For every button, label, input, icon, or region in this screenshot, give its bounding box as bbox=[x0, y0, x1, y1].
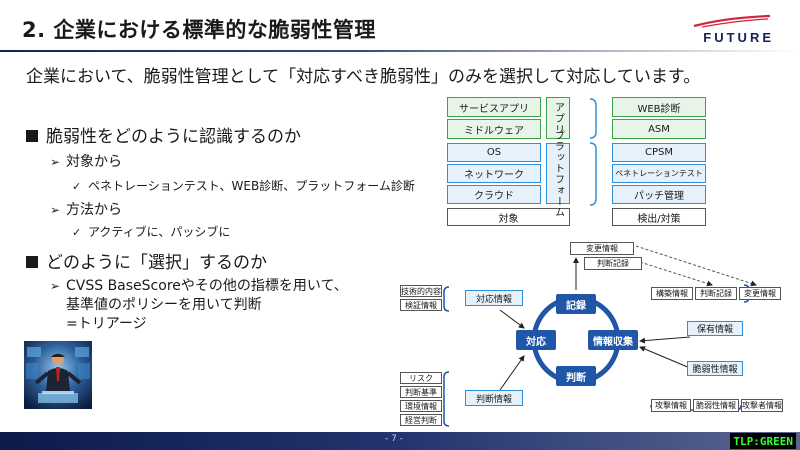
tlp-badge: TLP:GREEN bbox=[730, 433, 796, 449]
bullet-q1-b-detail-text: アクティブに、パッシブに bbox=[88, 225, 231, 239]
targets-label: 対象 bbox=[447, 208, 570, 226]
vuln-item-vuln: 脆弱性情報 bbox=[693, 399, 739, 412]
arrow-bullet-icon: ➢ bbox=[50, 203, 61, 217]
node-collect: 情報収集 bbox=[588, 330, 638, 350]
bullet-q1-b: ➢ 方法から bbox=[50, 199, 122, 219]
square-bullet-icon bbox=[26, 130, 38, 142]
judgment-info-box: 判断情報 bbox=[465, 390, 523, 406]
target-cloud: クラウド bbox=[447, 185, 541, 204]
bullet-q2-a-line2: 基準値のポリシーを用いて判断 bbox=[66, 297, 262, 313]
page-number: - 7 - bbox=[385, 434, 403, 444]
bullet-q2: どのように「選択」するのか bbox=[26, 248, 267, 273]
node-judge: 判断 bbox=[556, 366, 596, 386]
vuln-item-attack: 攻撃情報 bbox=[651, 399, 691, 412]
bullet-q2-a: ➢ CVSS BaseScoreやその他の指標を用いて、 bbox=[50, 275, 348, 295]
bullet-q1: 脆弱性をどのように認識するのか bbox=[26, 122, 301, 147]
bullet-q1-b-text: 方法から bbox=[66, 202, 122, 218]
judgment-item-mgmt: 経営判断 bbox=[400, 414, 442, 426]
title-divider bbox=[0, 50, 800, 52]
check-bullet-icon: ✓ bbox=[72, 226, 82, 239]
node-respond: 対応 bbox=[516, 330, 556, 350]
bullet-q2-a-line1: CVSS BaseScoreやその他の指標を用いて、 bbox=[66, 278, 348, 294]
detect-patch-mgmt: パッチ管理 bbox=[612, 185, 706, 204]
held-info-box: 保有情報 bbox=[687, 321, 743, 336]
held-item-judgment: 判断記録 bbox=[695, 287, 737, 300]
response-item-verify: 検証情報 bbox=[400, 299, 442, 311]
bullet-q1-a: ➢ 対象から bbox=[50, 151, 122, 171]
arrow-bullet-icon: ➢ bbox=[50, 279, 61, 293]
judgment-item-risk: リスク bbox=[400, 372, 442, 384]
slide-title: 2. 企業における標準的な脆弱性管理 bbox=[22, 18, 376, 42]
lead-sentence: 企業において、脆弱性管理として「対応すべき脆弱性」のみを選択して対応しています。 bbox=[26, 67, 701, 87]
logo-swoosh-icon bbox=[693, 14, 771, 28]
judgment-item-criteria: 判断基準 bbox=[400, 386, 442, 398]
detect-asm: ASM bbox=[612, 119, 706, 139]
detections-label: 検出/対策 bbox=[612, 208, 706, 226]
vuln-item-attacker: 攻撃者情報 bbox=[741, 399, 783, 412]
target-os: OS bbox=[447, 143, 541, 162]
layer-app: アプリ bbox=[546, 97, 570, 139]
bullet-q1-a-detail-text: ペネトレーションテスト、WEB診断、プラットフォーム診断 bbox=[88, 179, 415, 193]
change-info-box: 変更情報 bbox=[570, 242, 634, 255]
target-service-app: サービスアプリ bbox=[447, 97, 541, 117]
detect-web-scan: WEB診断 bbox=[612, 97, 706, 117]
bullet-q2-a-line3: =トリアージ bbox=[66, 316, 147, 332]
response-item-tech: 技術的内容 bbox=[400, 285, 442, 297]
target-middleware: ミドルウェア bbox=[447, 119, 541, 139]
logo-text: FUTURE bbox=[703, 30, 774, 45]
response-info-box: 対応情報 bbox=[465, 290, 523, 306]
node-record: 記録 bbox=[556, 294, 596, 314]
future-logo: FUTURE bbox=[692, 14, 782, 45]
square-bullet-icon bbox=[26, 256, 38, 268]
check-bullet-icon: ✓ bbox=[72, 180, 82, 193]
bullet-q1-text: 脆弱性をどのように認識するのか bbox=[46, 127, 301, 147]
held-item-build: 構築情報 bbox=[651, 287, 693, 300]
detect-cpsm: CPSM bbox=[612, 143, 706, 162]
footer-bar bbox=[0, 432, 800, 450]
bullet-q1-a-text: 対象から bbox=[66, 154, 122, 170]
detect-pentest: ペネトレーションテスト bbox=[612, 164, 706, 183]
bullet-q2-text: どのように「選択」するのか bbox=[46, 253, 267, 273]
judgment-record-box: 判断記録 bbox=[584, 257, 642, 270]
arrow-bullet-icon: ➢ bbox=[50, 155, 61, 169]
bullet-q1-a-detail: ✓ ペネトレーションテスト、WEB診断、プラットフォーム診断 bbox=[72, 177, 415, 194]
layer-platform: プラットフォーム bbox=[546, 130, 570, 218]
bullet-q1-b-detail: ✓ アクティブに、パッシブに bbox=[72, 223, 230, 240]
judgment-item-env: 環境情報 bbox=[400, 400, 442, 412]
illustration-image bbox=[24, 341, 92, 409]
vuln-info-box: 脆弱性情報 bbox=[687, 361, 743, 376]
target-network: ネットワーク bbox=[447, 164, 541, 183]
held-item-change: 変更情報 bbox=[739, 287, 781, 300]
